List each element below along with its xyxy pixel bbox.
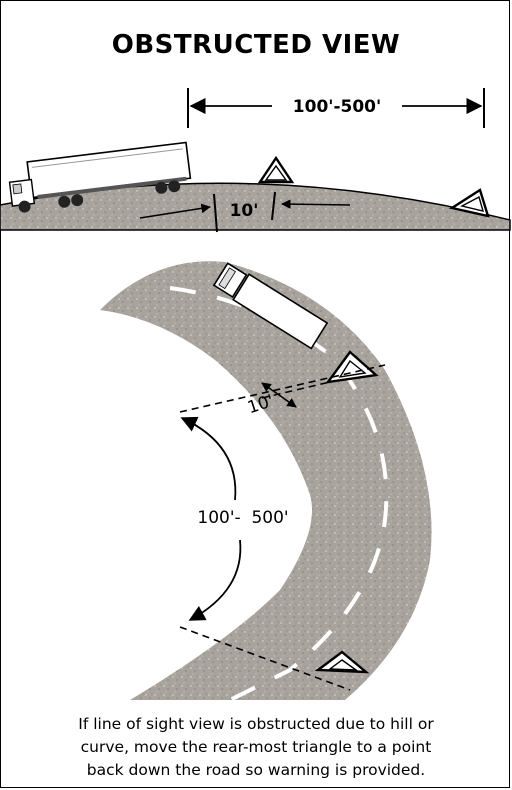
caption-line: back down the road so warning is provide… [86, 761, 426, 779]
hill-offset-tick-right [271, 191, 276, 221]
caption-line: curve, move the rear-most triangle to a … [80, 738, 432, 756]
hill-scene: 100'-500' 10' [0, 88, 511, 233]
caption-line: If line of sight view is obstructed due … [78, 715, 434, 733]
curve-distance-arc-bottom [188, 539, 242, 621]
caption: If line of sight view is obstructed due … [0, 713, 512, 782]
curve-offset-arrow [261, 382, 297, 408]
hill-offset-arrow-right [281, 199, 351, 209]
hill-offset-label: 10' [230, 201, 259, 221]
curve-distance-label: 100'- 500' [197, 508, 288, 528]
truck-top-view [212, 262, 329, 350]
hill-distance-label: 100'-500' [293, 97, 381, 117]
hill-warning-triangle-far [448, 188, 490, 218]
curve-distance-arc-top [180, 416, 237, 501]
truck-side-view [8, 141, 192, 213]
figure-title: OBSTRUCTED VIEW [111, 30, 401, 60]
curve-warning-triangle-far [314, 650, 370, 674]
hill-offset-tick-left [213, 193, 218, 233]
curve-warning-triangle-near [325, 350, 379, 384]
hill-warning-triangle-near [257, 155, 295, 184]
curve-dashed-line-lower [179, 626, 351, 691]
hill-offset-arrow-left [139, 203, 211, 219]
center-lane-dashes [169, 286, 389, 702]
curved-road [100, 261, 432, 700]
curve-scene: 10' 100'- 500' [100, 261, 432, 702]
